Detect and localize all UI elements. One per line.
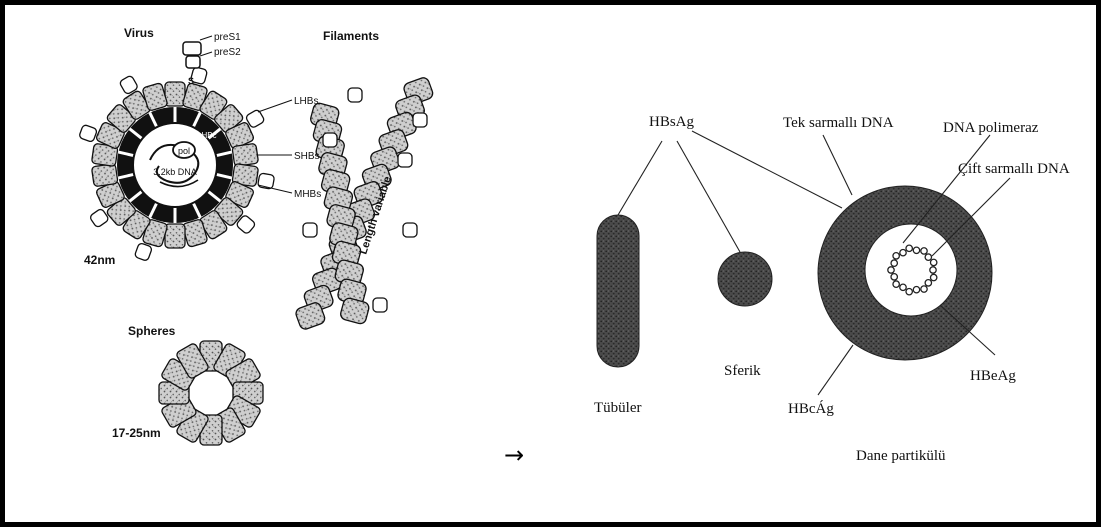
left-panel: pol 3.2kb DNA HBc Virus Filaments Sphere… [79, 26, 435, 445]
envelope-block [165, 224, 185, 248]
sphere-size-label: 17-25nm [112, 426, 161, 440]
filament-spike [413, 113, 427, 127]
filament-chain [294, 76, 434, 331]
hbc-label: HBc [201, 131, 216, 140]
virus-title: Virus [124, 26, 154, 40]
filament-spike [303, 223, 317, 237]
pol-label: pol [178, 146, 190, 156]
pres1-label: preS1 [214, 32, 241, 43]
dane-partikulu-label: Dane partikülü [856, 448, 946, 464]
capsid-divider [174, 207, 177, 223]
hbcag-label: HBcÁg [788, 400, 834, 417]
transition-arrow: → [504, 441, 524, 469]
dna-label: 3.2kb DNA [153, 167, 197, 177]
cift-sarmalli-label: Çift sarmallı DNA [958, 161, 1070, 177]
tubular-particle [597, 215, 639, 367]
pres-stalk [183, 42, 201, 68]
filament-block [339, 297, 370, 325]
hbeag-label: HBeAg [970, 368, 1016, 384]
shbs-label: SHBs [294, 151, 320, 162]
surface-spike [89, 208, 109, 228]
mhbs-label: MHBs [294, 189, 321, 200]
envelope-block [165, 82, 185, 106]
filaments-title: Filaments [323, 29, 379, 43]
filament-spike [323, 133, 337, 147]
pres2-label: preS2 [214, 47, 241, 58]
sphere-particle [159, 341, 263, 445]
sferik-label: Sferik [724, 363, 761, 379]
virus-size-label: 42nm [84, 253, 115, 267]
hbsag-label: HBsAg [649, 114, 695, 130]
spheres-title: Spheres [128, 324, 176, 338]
s-tag-label: S [188, 76, 194, 86]
capsid-divider [174, 107, 177, 123]
lhbs-label: LHBs [294, 96, 318, 107]
tubuler-label: Tübüler [594, 400, 641, 416]
surface-spike [79, 124, 98, 142]
filament-spike [348, 88, 362, 102]
filament-spike [373, 298, 387, 312]
envelope-block [91, 163, 118, 186]
dane-particle-core [865, 224, 957, 316]
right-panel: HBsAg Tek sarmallı DNA DNA polimeraz Çif… [594, 114, 1070, 464]
tek-sarmalli-label: Tek sarmallı DNA [783, 115, 894, 131]
filament-spike [398, 153, 412, 167]
virus-particle: pol 3.2kb DNA HBc [79, 67, 275, 262]
filament-spike [403, 223, 417, 237]
surface-spike [134, 242, 152, 261]
spherical-particle [718, 252, 772, 306]
dna-polimeraz-label: DNA polimeraz [943, 120, 1039, 136]
envelope-block [232, 143, 259, 166]
